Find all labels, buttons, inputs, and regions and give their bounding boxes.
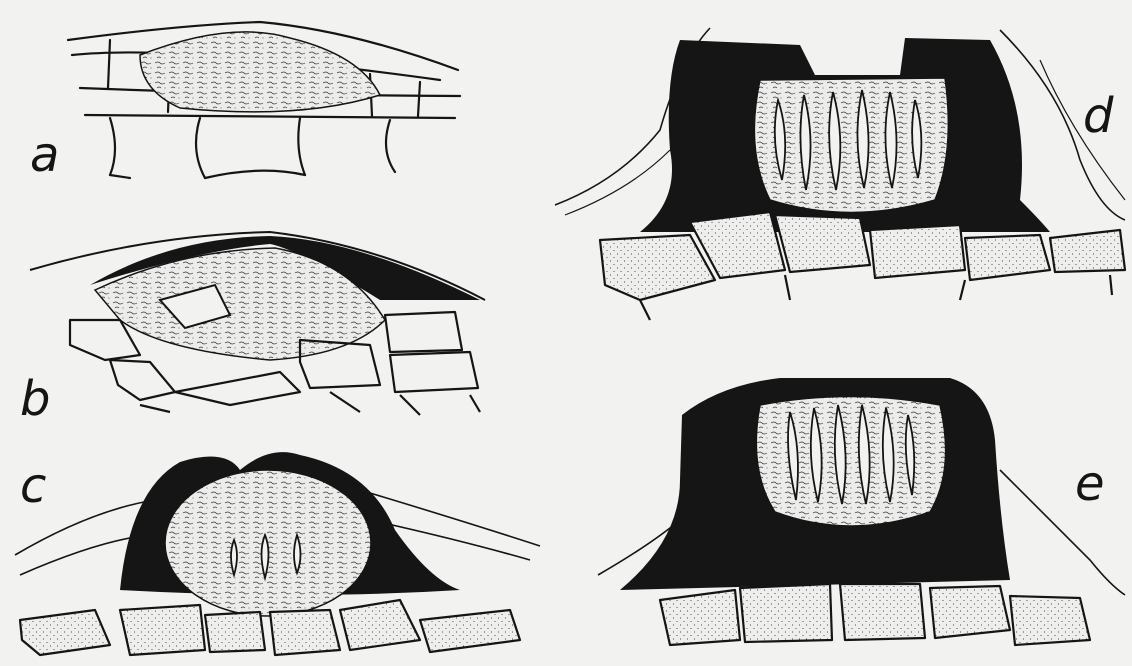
panel-d-section [555,28,1125,320]
panel-a-hyphal-mass [140,32,380,112]
panel-a-section [68,18,460,178]
panel-e-host-cells [660,584,1090,645]
panel-c-section [15,452,540,655]
panel-d-label: d [1083,92,1113,140]
panel-b-section [30,232,485,415]
panel-e-hymenium [756,397,945,527]
panel-b-label: b [20,375,50,423]
panel-e-label: e [1075,460,1105,508]
panel-a-label: a [30,131,59,179]
panel-e-section [598,378,1125,645]
panel-c-label: c [20,462,46,510]
